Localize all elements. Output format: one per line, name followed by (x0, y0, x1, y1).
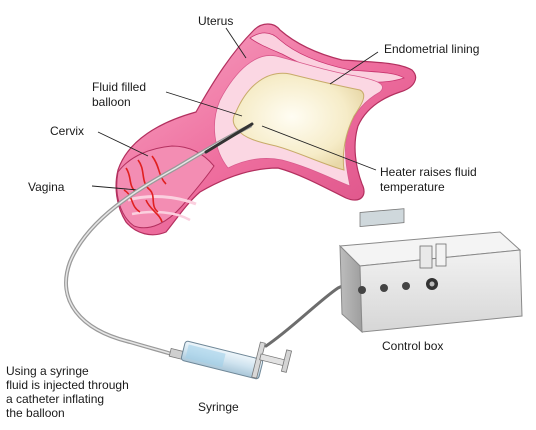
knob-4-center (430, 282, 435, 287)
control-box (340, 209, 522, 332)
label-endometrial-lining: Endometrial lining (384, 42, 479, 56)
label-syringe: Syringe (198, 400, 239, 414)
label-syringe-note-line1: Using a syringe (6, 364, 89, 378)
label-heater-line1: Heater raises fluid (380, 165, 477, 179)
label-syringe-note-line3: a catheter inflating (6, 392, 104, 406)
control-slot-2 (436, 244, 446, 266)
label-uterus: Uterus (198, 14, 233, 28)
syringe (169, 341, 291, 380)
control-slot-1 (420, 246, 432, 268)
label-fluid-balloon-line1: Fluid filled (92, 80, 146, 94)
label-syringe-note-line4: the balloon (6, 406, 65, 420)
syringe-plunger-rod (260, 354, 287, 366)
label-control-box: Control box (382, 339, 443, 353)
label-vagina: Vagina (28, 180, 64, 194)
knob-1 (358, 286, 366, 294)
knob-3 (402, 282, 410, 290)
display-panel (360, 209, 404, 227)
uterus-illustration (116, 24, 416, 235)
label-fluid-balloon-line2: balloon (92, 95, 131, 109)
label-heater-line2: temperature (380, 180, 445, 194)
label-syringe-note-line2: fluid is injected through (6, 378, 129, 392)
knob-2 (380, 284, 388, 292)
label-cervix: Cervix (50, 124, 84, 138)
